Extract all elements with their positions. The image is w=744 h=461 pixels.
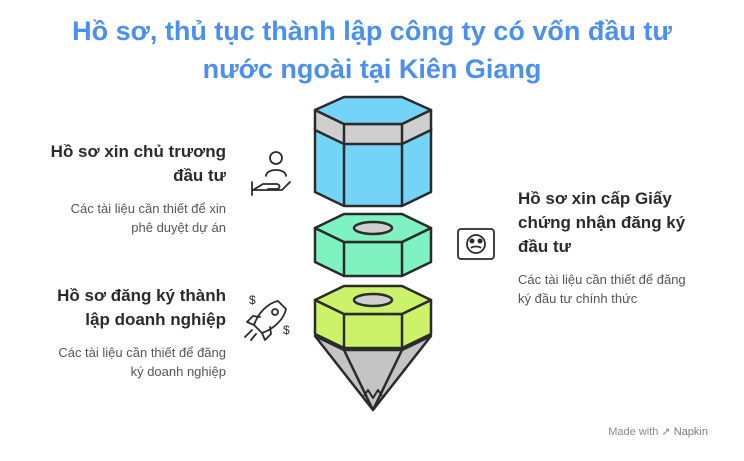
pencil-tip bbox=[313, 334, 433, 412]
hand-person-icon bbox=[251, 151, 291, 196]
heading-line: đầu tư bbox=[173, 166, 226, 185]
lime-segment bbox=[313, 284, 433, 350]
heading-investment-certificate: Hồ sơ xin cấp Giấy chứng nhận đăng ký đầ… bbox=[518, 187, 728, 259]
desc-line: Các tài liệu cần thiết để xin bbox=[70, 201, 226, 216]
brand-label: Napkin bbox=[673, 426, 708, 438]
footer-attribution: Made with ➚ Napkin bbox=[608, 425, 708, 439]
blue-segment bbox=[313, 95, 433, 208]
desc-line: Các tài liệu cần thiết để đăng bbox=[58, 345, 226, 360]
desc-investment-certificate: Các tài liệu cần thiết để đăng ký đầu tư… bbox=[518, 270, 728, 308]
desc-investment-policy: Các tài liệu cần thiết để xin phê duyệt … bbox=[26, 199, 226, 237]
heading-line: chứng nhận đăng ký bbox=[518, 213, 686, 232]
title-line-2: nước ngoài tại Kiên Giang bbox=[202, 54, 542, 84]
desc-line: Các tài liệu cần thiết để đăng bbox=[518, 272, 686, 287]
heading-line: đầu tư bbox=[518, 237, 571, 256]
heading-line: Hồ sơ đăng ký thành bbox=[57, 286, 226, 305]
page-title: Hồ sơ, thủ tục thành lập công ty có vốn … bbox=[0, 12, 744, 88]
heading-line: Hồ sơ xin chủ trương bbox=[50, 142, 226, 161]
desc-line: phê duyệt dự án bbox=[131, 220, 226, 235]
made-with-label: Made with bbox=[608, 426, 659, 438]
heading-investment-policy: Hồ sơ xin chủ trương đầu tư bbox=[26, 140, 226, 188]
title-line-1: Hồ sơ, thủ tục thành lập công ty có vốn … bbox=[72, 16, 672, 46]
rocket-icon: $ $ bbox=[244, 293, 290, 341]
heading-business-registration: Hồ sơ đăng ký thành lập doanh nghiệp bbox=[6, 284, 226, 332]
desc-line: ký doanh nghiệp bbox=[130, 364, 226, 379]
napkin-logo-icon: ➚ bbox=[661, 426, 671, 438]
svg-text:$: $ bbox=[283, 323, 290, 337]
green-segment bbox=[313, 212, 433, 278]
svg-text:$: $ bbox=[249, 293, 256, 307]
heading-line: lập doanh nghiệp bbox=[85, 310, 226, 329]
desc-line: ký đầu tư chính thức bbox=[518, 291, 638, 306]
certificate-icon bbox=[457, 228, 495, 260]
heading-line: Hồ sơ xin cấp Giấy bbox=[518, 189, 672, 208]
desc-business-registration: Các tài liệu cần thiết để đăng ký doanh … bbox=[6, 343, 226, 381]
